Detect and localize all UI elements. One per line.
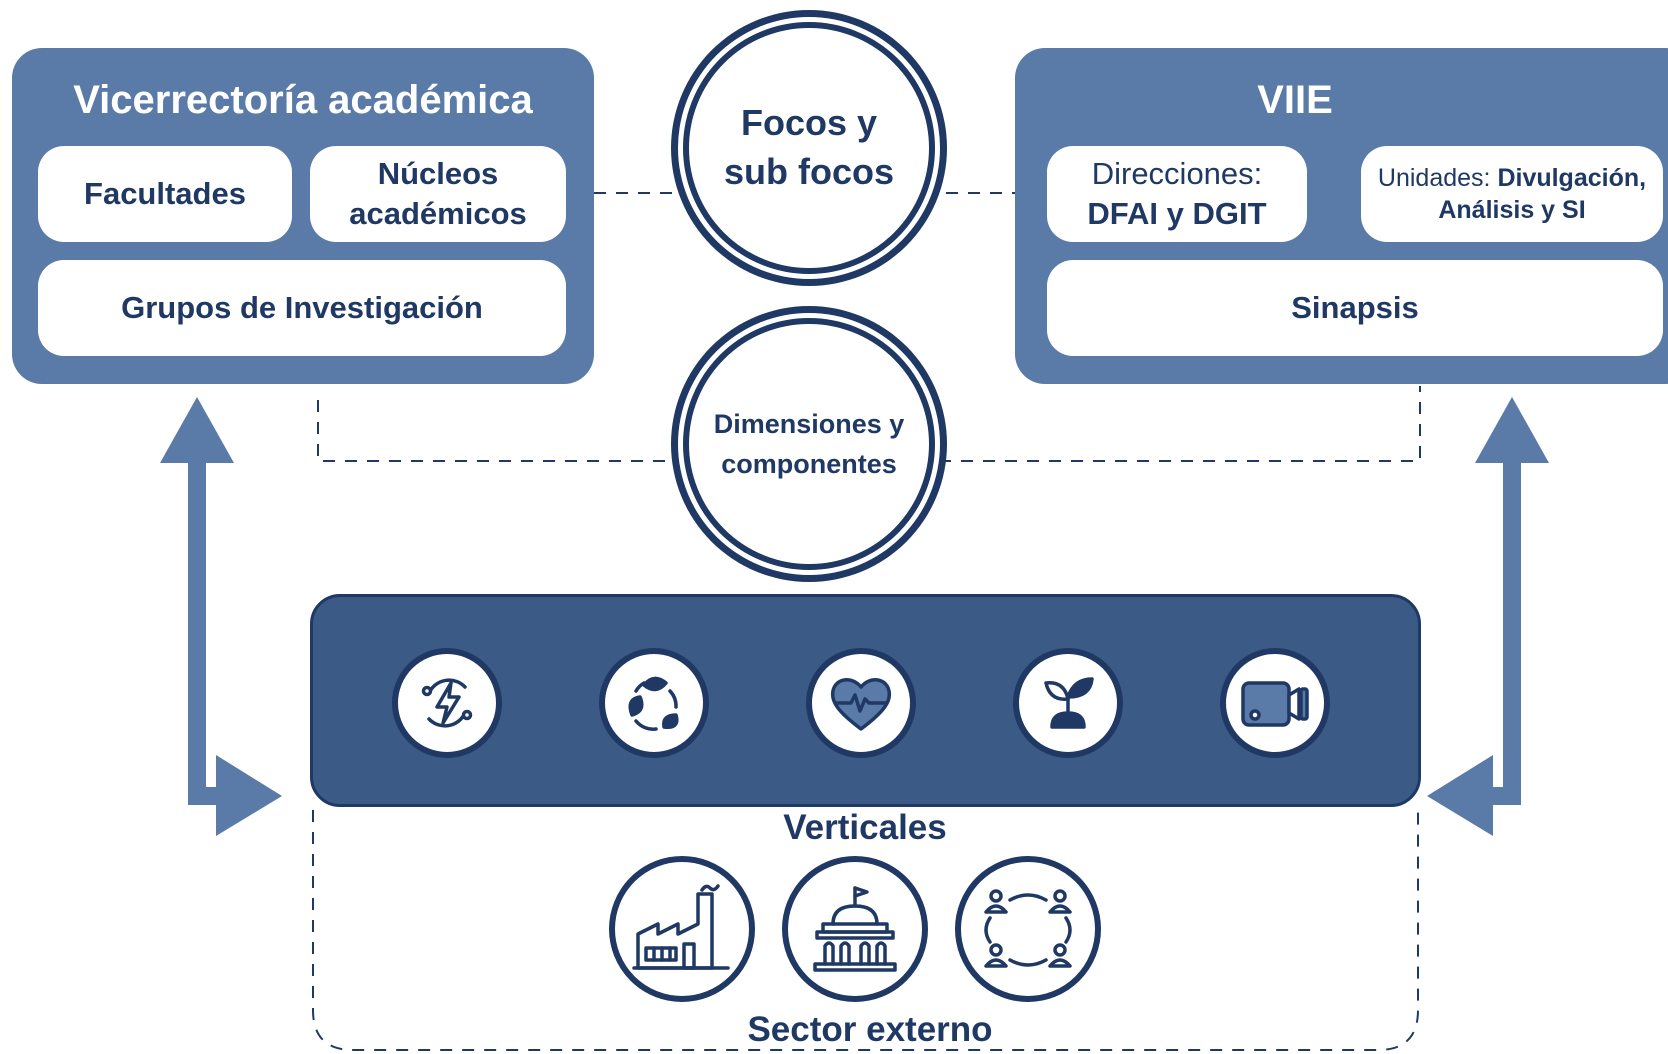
focos-line1: Focos y bbox=[740, 102, 878, 144]
sinapsis-label: Sinapsis bbox=[1291, 289, 1419, 325]
unidades-bold1: Divulgación, bbox=[1497, 163, 1647, 192]
sinapsis-card: Sinapsis bbox=[1047, 260, 1663, 356]
nucleos-label-line1: Núcleos bbox=[377, 155, 499, 191]
dimensiones-line2: componentes bbox=[721, 449, 897, 479]
vicerrectoria-title: Vicerrectoría académica bbox=[73, 78, 533, 122]
facultades-card: Facultades bbox=[38, 146, 292, 242]
vicerrectoria-panel: Vicerrectoría académica Facultades Núcle… bbox=[12, 48, 594, 384]
dashed-bracket-sector-externo bbox=[312, 810, 1419, 1051]
viie-panel: VIIE Direcciones: DFAI y DGIT Unidades: … bbox=[1015, 48, 1668, 384]
focos-circle: Focos y sub focos bbox=[683, 22, 935, 274]
unidades-prefix: Unidades: bbox=[1377, 163, 1498, 192]
nucleos-card: Núcleos académicos bbox=[310, 146, 566, 242]
right-arrow bbox=[1427, 397, 1549, 836]
heart-pulse-icon bbox=[806, 648, 916, 758]
direcciones-card: Direcciones: DFAI y DGIT bbox=[1047, 146, 1307, 242]
viie-title: VIIE bbox=[1257, 78, 1333, 122]
energy-icon bbox=[392, 648, 502, 758]
grupos-label: Grupos de Investigación bbox=[121, 289, 483, 325]
government-building-icon bbox=[782, 856, 928, 1002]
grupos-card: Grupos de Investigación bbox=[38, 260, 566, 356]
direcciones-label-line2: DFAI y DGIT bbox=[1087, 196, 1267, 231]
video-camera-icon bbox=[1220, 648, 1330, 758]
verticales-label: Verticales bbox=[783, 808, 947, 847]
unidades-line2: Análisis y SI bbox=[1438, 196, 1586, 224]
sprout-icon bbox=[1013, 648, 1123, 758]
factory-icon bbox=[609, 856, 755, 1002]
dashed-connector-middle bbox=[317, 386, 1421, 462]
recycle-leaves-icon bbox=[599, 648, 709, 758]
dimensiones-circle: Dimensiones y componentes bbox=[683, 318, 935, 570]
sector-externo-label: Sector externo bbox=[747, 1010, 993, 1049]
unidades-card: Unidades: Divulgación, Análisis y SI bbox=[1361, 146, 1663, 242]
facultades-label: Facultades bbox=[84, 175, 246, 211]
direcciones-label-line1: Direcciones: bbox=[1091, 155, 1263, 191]
focos-line2: sub focos bbox=[723, 151, 894, 192]
community-network-icon bbox=[955, 856, 1101, 1002]
dimensiones-line1: Dimensiones y bbox=[713, 408, 905, 439]
left-arrow bbox=[160, 397, 282, 836]
nucleos-label-line2: académicos bbox=[349, 196, 527, 231]
